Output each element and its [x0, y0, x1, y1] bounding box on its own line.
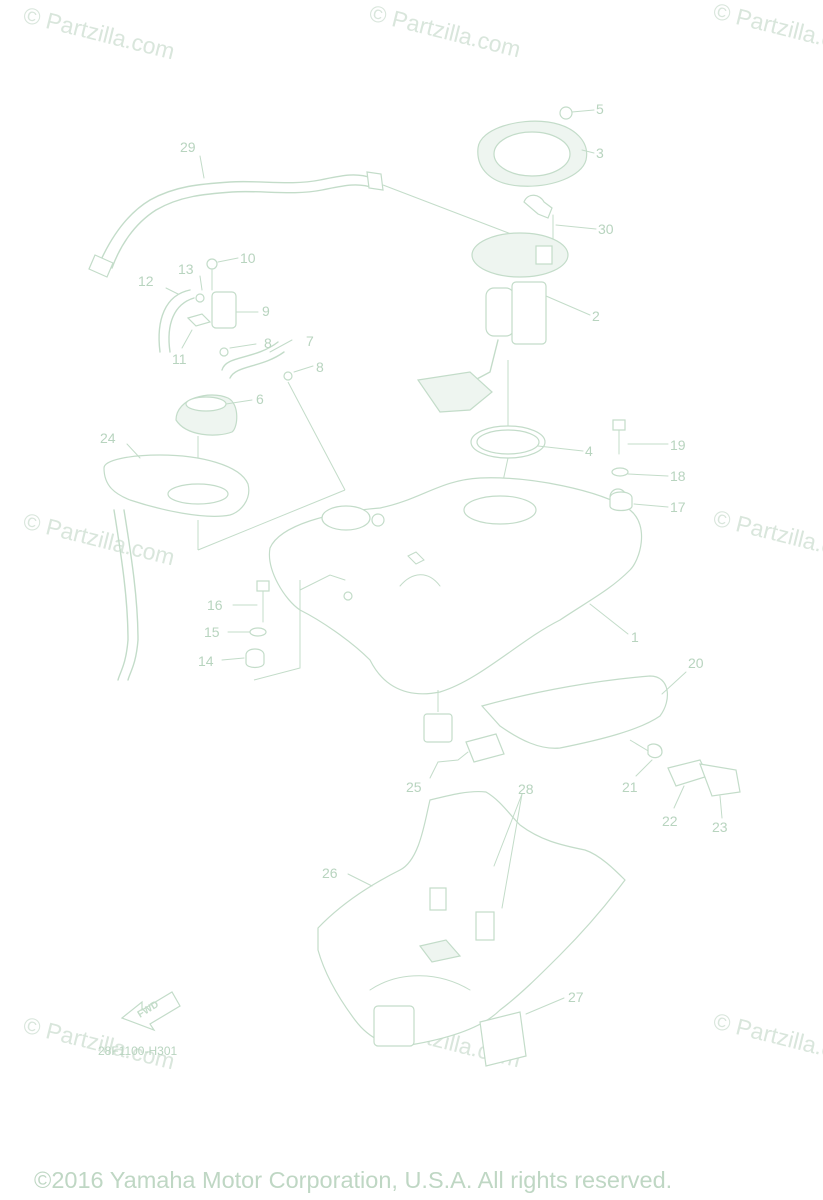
part-9-valve — [186, 258, 237, 329]
callout-28: 28 — [518, 781, 534, 797]
part-15-washer — [249, 627, 267, 637]
callout-14: 14 — [198, 653, 214, 669]
part-20-cover — [480, 675, 668, 753]
part-16-bolt — [256, 580, 270, 623]
callout-6: 6 — [256, 391, 264, 407]
callout-9: 9 — [262, 303, 270, 319]
callout-8b: 8 — [316, 359, 324, 375]
callout-29: 29 — [180, 139, 196, 155]
callout-19: 19 — [670, 437, 686, 453]
callout-numbers: 5 3 30 2 4 19 18 17 1 29 10 13 12 9 11 8… — [100, 101, 728, 1005]
callout-23: 23 — [712, 819, 728, 835]
part-23-plate — [699, 763, 741, 797]
callout-20: 20 — [688, 655, 704, 671]
callout-8a: 8 — [264, 335, 272, 351]
part-25-dampers — [423, 690, 505, 763]
part-2-fuel-pump — [416, 232, 569, 430]
fwd-arrow-icon: FWD — [120, 991, 181, 1032]
callout-11: 11 — [172, 351, 187, 367]
watermark-mid-right: © Partzilla.com — [711, 505, 823, 568]
part-3-ring — [477, 120, 588, 187]
watermark-top-left: © Partzilla.com — [21, 2, 178, 65]
callout-22: 22 — [662, 813, 678, 829]
callout-1: 1 — [631, 629, 639, 645]
part-18-washer — [611, 467, 629, 477]
callout-21: 21 — [622, 779, 638, 795]
watermark-top-center: © Partzilla.com — [367, 0, 524, 62]
part-1-fuel-tank — [253, 477, 643, 695]
leader-lines — [126, 109, 723, 1015]
callout-15: 15 — [204, 624, 220, 640]
watermark-bottom-right: © Partzilla.com — [711, 1008, 823, 1071]
part-27-cover — [479, 1011, 527, 1067]
callout-18: 18 — [670, 468, 686, 484]
copyright-notice: ©2016 Yamaha Motor Corporation, U.S.A. A… — [34, 1167, 672, 1193]
callout-25: 25 — [406, 779, 422, 795]
callout-26: 26 — [322, 865, 338, 881]
callout-16: 16 — [207, 597, 223, 613]
part-26-under-cover — [317, 790, 626, 1047]
diagram-code: 28F1100-H301 — [98, 1044, 177, 1058]
callout-12: 12 — [138, 273, 154, 289]
callout-2: 2 — [592, 308, 600, 324]
part-24-cover — [103, 454, 346, 681]
callout-17: 17 — [670, 499, 686, 515]
callout-27: 27 — [568, 989, 584, 1005]
part-21-bolt — [647, 743, 663, 759]
callout-13: 13 — [178, 261, 194, 277]
part-14-damper — [245, 648, 265, 669]
part-29-hose — [88, 171, 541, 278]
callout-4: 4 — [585, 443, 593, 459]
callout-24: 24 — [100, 430, 116, 446]
part-7-hose — [219, 341, 346, 491]
part-30-clamp — [523, 194, 554, 241]
callout-7: 7 — [306, 333, 314, 349]
part-17-damper — [609, 491, 633, 512]
callout-5: 5 — [596, 101, 604, 117]
callout-3: 3 — [596, 145, 604, 161]
part-5-nut — [559, 106, 573, 120]
part-19-bolt — [612, 419, 626, 455]
callout-10: 10 — [240, 250, 256, 266]
watermark-top-right: © Partzilla.com — [711, 0, 823, 60]
callout-30: 30 — [598, 221, 614, 237]
part-12-hose — [158, 289, 195, 353]
watermark-mid-left: © Partzilla.com — [21, 508, 178, 571]
